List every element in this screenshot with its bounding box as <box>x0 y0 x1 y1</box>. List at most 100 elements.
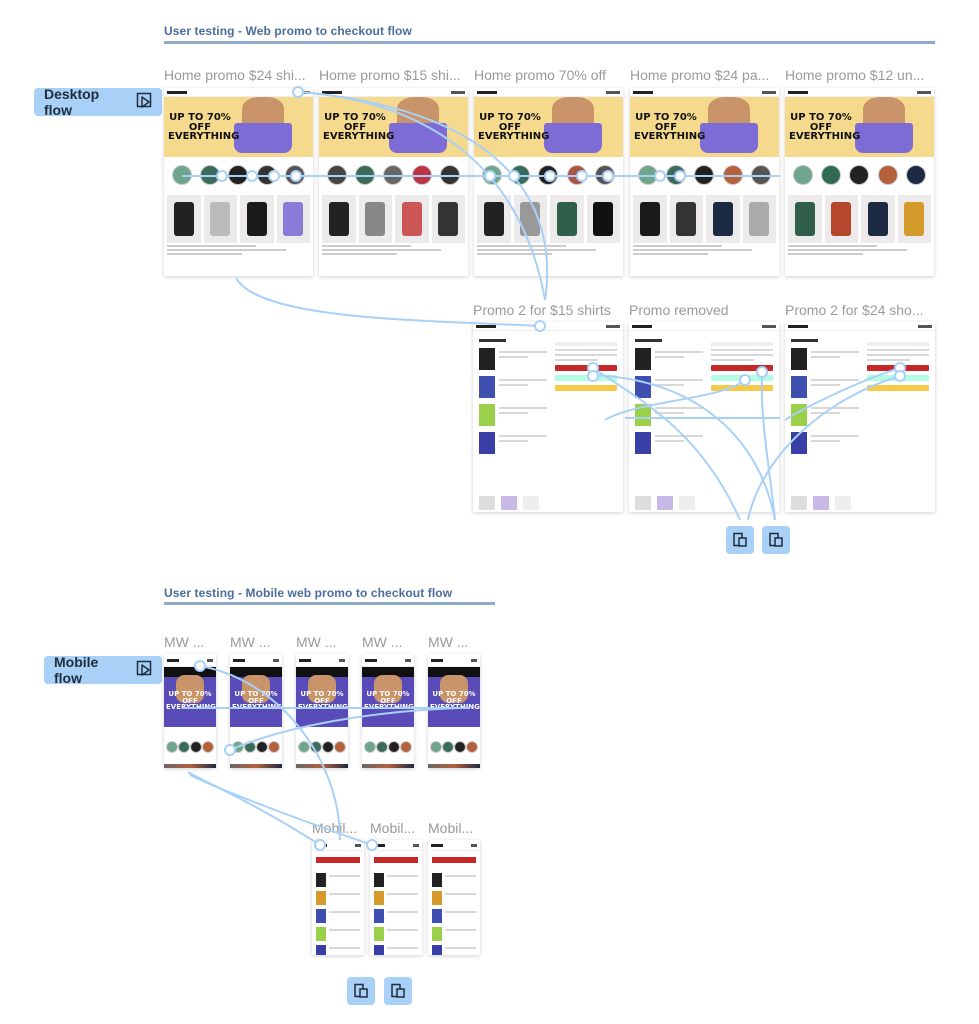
mobile-frame-label-3: MW ... <box>296 634 337 650</box>
mobile-frame-label-4: MW ... <box>362 634 403 650</box>
nav-bar <box>473 322 623 331</box>
nav-bar <box>630 88 779 97</box>
nav-bar <box>319 88 468 97</box>
cart-frame-label-2: Promo removed <box>629 302 729 318</box>
category-circles <box>630 165 779 185</box>
desktop-frame-label-3: Home promo 70% off <box>474 67 607 83</box>
cart-items <box>635 339 704 460</box>
category-circles <box>785 165 934 185</box>
mobile-cart-frame-3[interactable] <box>428 840 480 955</box>
nav-bar <box>164 88 313 97</box>
cart-items <box>791 339 860 460</box>
cart-frame-1[interactable] <box>473 322 623 512</box>
mobile-device-button-1[interactable] <box>347 977 375 1005</box>
hero-line1: UP TO 70% OFF <box>366 690 410 705</box>
category-circles <box>164 165 313 185</box>
product-grid <box>785 195 934 243</box>
mobile-cart-frame-1[interactable] <box>312 840 364 955</box>
desktop-frame-label-5: Home promo $12 un... <box>785 67 925 83</box>
hero-line1: UP TO 70% OFF <box>169 112 231 133</box>
mobile-cart-label-2: Mobil... <box>370 820 416 836</box>
desktop-frame-label-1: Home promo $24 shi... <box>164 67 306 83</box>
hero-line2: EVERYTHING <box>634 131 706 142</box>
checkout-button-preview <box>316 857 360 863</box>
cart-summary <box>555 339 617 460</box>
hero-line2: EVERYTHING <box>232 703 282 712</box>
hero-line1: UP TO 70% OFF <box>168 690 212 705</box>
desktop-device-button-1[interactable] <box>726 526 754 554</box>
device-frame-icon <box>353 983 369 999</box>
category-circles <box>319 165 468 185</box>
category-circles <box>474 165 623 185</box>
product-grid <box>474 195 623 243</box>
device-frame-icon <box>732 532 748 548</box>
device-frame-icon <box>768 532 784 548</box>
cart-frame-2[interactable] <box>629 322 779 512</box>
mobile-cart-label-1: Mobil... <box>312 820 358 836</box>
nav-bar <box>362 654 414 667</box>
play-flow-icon <box>136 92 154 113</box>
desktop-frame-label-2: Home promo $15 shi... <box>319 67 461 83</box>
nav-bar <box>312 840 364 851</box>
nav-bar <box>230 654 282 667</box>
cart-frame-label-1: Promo 2 for $15 shirts <box>473 302 611 318</box>
nav-bar <box>474 88 623 97</box>
hero-line1: UP TO 70% OFF <box>324 112 386 133</box>
cart-items <box>479 339 548 460</box>
hero-line1: UP TO 70% OFF <box>635 112 697 133</box>
hero-line1: UP TO 70% OFF <box>479 112 541 133</box>
cart-frame-3[interactable] <box>785 322 935 512</box>
nav-bar <box>785 88 934 97</box>
nav-bar <box>164 654 216 667</box>
desktop-section-divider <box>164 41 935 44</box>
product-grid <box>319 195 468 243</box>
desktop-flow-button[interactable]: Desktop flow <box>34 86 162 118</box>
hero-line1: UP TO 70% OFF <box>432 690 476 705</box>
category-circles <box>296 741 348 753</box>
mobile-cart-frame-2[interactable] <box>370 840 422 955</box>
nav-bar <box>785 322 935 331</box>
mobile-flow-button[interactable]: Mobile flow <box>44 654 162 686</box>
hero-line2: EVERYTHING <box>789 131 861 142</box>
mobile-frame-label-2: MW ... <box>230 634 271 650</box>
nav-bar <box>296 654 348 667</box>
desktop-section-title: User testing - Web promo to checkout flo… <box>164 24 412 38</box>
hero-line2: EVERYTHING <box>430 703 480 712</box>
hero-line2: EVERYTHING <box>168 131 240 142</box>
category-circles <box>164 741 216 753</box>
hero-line1: UP TO 70% OFF <box>790 112 852 133</box>
cart-frame-label-3: Promo 2 for $24 sho... <box>785 302 924 318</box>
mobile-frame-label-5: MW ... <box>428 634 469 650</box>
mobile-device-button-2[interactable] <box>384 977 412 1005</box>
cart-items <box>428 867 480 955</box>
desktop-device-button-2[interactable] <box>762 526 790 554</box>
nav-bar <box>428 654 480 667</box>
category-circles <box>230 741 282 753</box>
product-grid <box>164 195 313 243</box>
hero-line2: EVERYTHING <box>298 703 348 712</box>
play-flow-icon <box>136 660 154 681</box>
checkout-button-preview <box>374 857 418 863</box>
mobile-cart-label-3: Mobil... <box>428 820 474 836</box>
cart-summary <box>867 339 929 460</box>
category-circles <box>362 741 414 753</box>
checkout-button-preview <box>432 857 476 863</box>
nav-bar <box>370 840 422 851</box>
category-circles <box>428 741 480 753</box>
